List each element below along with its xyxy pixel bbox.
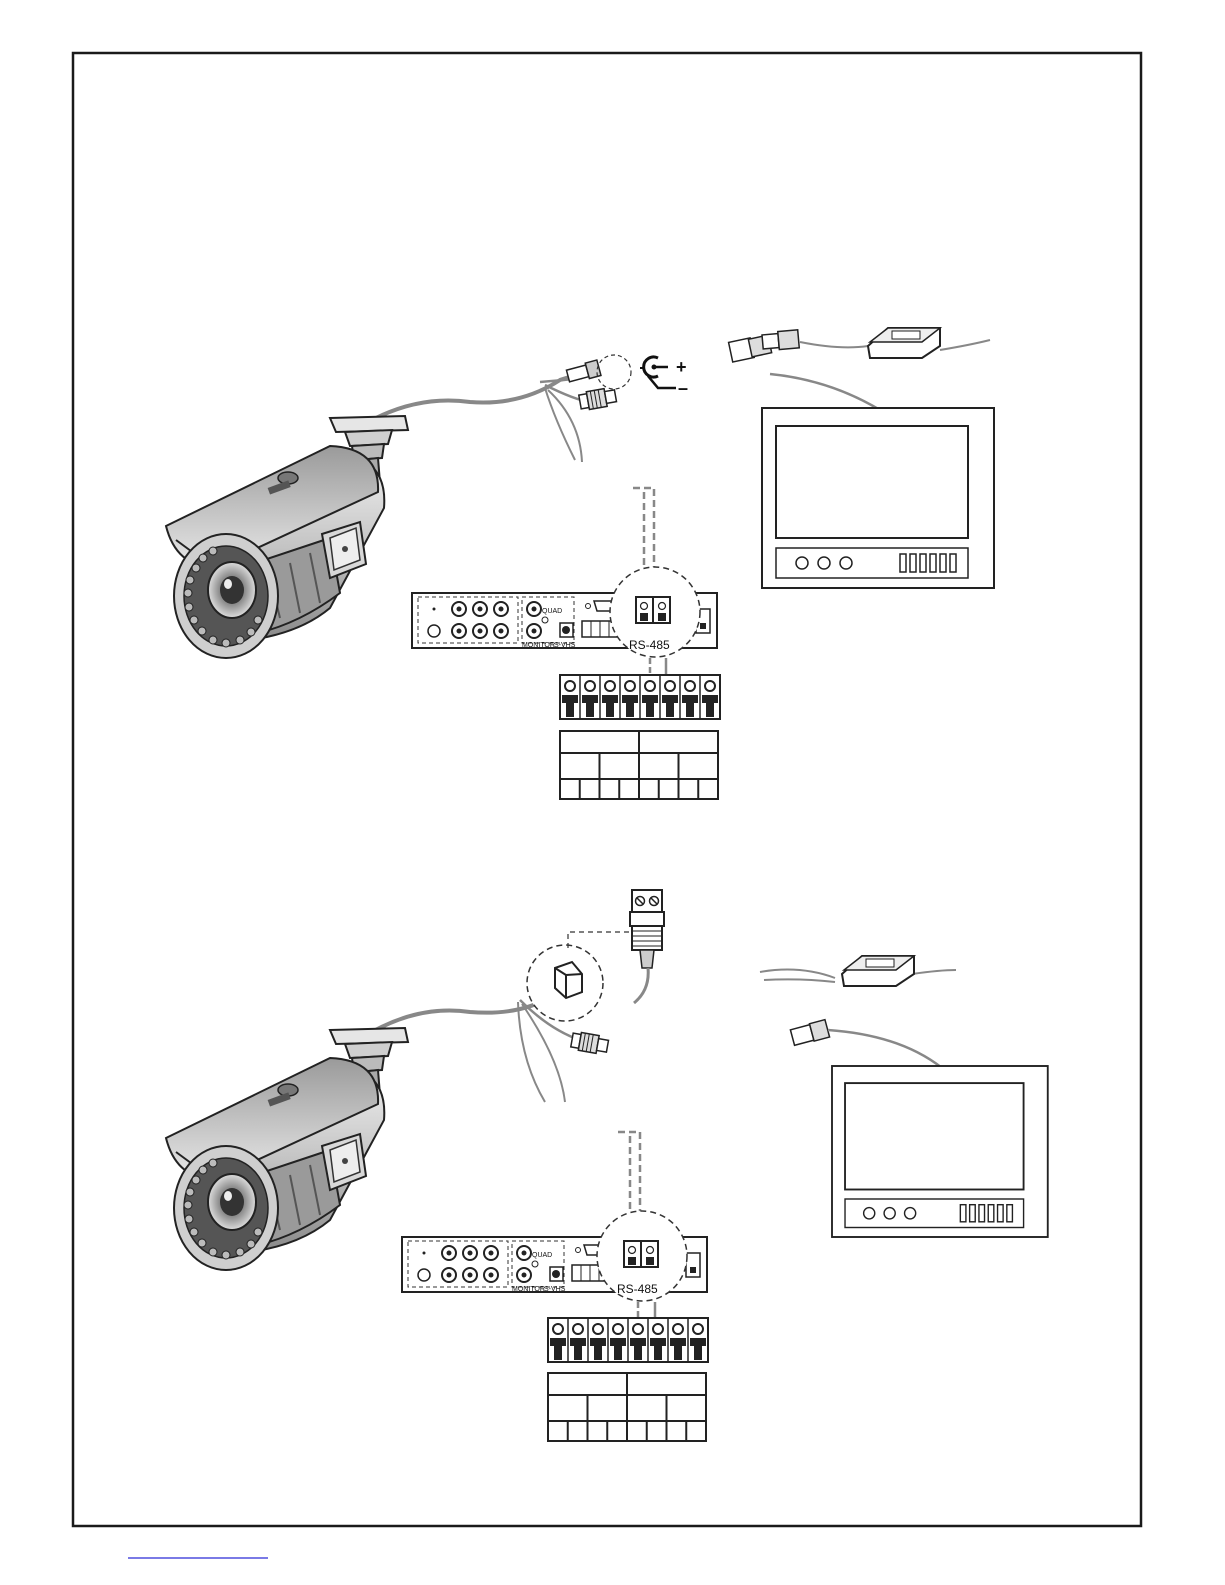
bullet-camera [166, 1028, 408, 1270]
terminal-strip [548, 1318, 708, 1362]
svhs-label: S-VHS [544, 1286, 566, 1293]
diagram-1: + – QUAD MONITOR S-VHS [166, 328, 994, 799]
bullet-camera [166, 416, 408, 658]
terminal-strip [560, 675, 720, 719]
bnc-plug [578, 387, 617, 411]
monitor [762, 408, 994, 588]
plus-sign: + [676, 357, 687, 377]
power-polarity-symbol: + – [640, 357, 688, 398]
monitor-out-label: MONITOR [522, 642, 555, 649]
bnc-plug [570, 1031, 609, 1055]
diagram-2: QUAD MONITOR S-VHS RS-485 [166, 890, 1048, 1441]
dip-switch-table [560, 731, 718, 799]
adapter-dc-plug [762, 330, 799, 351]
rs485-label: RS-485 [629, 638, 670, 652]
rs485-label: RS-485 [617, 1282, 658, 1296]
monitor [832, 1066, 1048, 1237]
dc-plug [566, 360, 601, 384]
power-adapter [868, 328, 940, 358]
camera-cable [372, 996, 552, 1032]
dc-jack-callout [597, 355, 631, 389]
quad-label: QUAD [532, 1252, 552, 1259]
power-adapter [842, 956, 914, 986]
monitor-out-label: MONITOR [512, 1286, 545, 1293]
monitor-bnc-plug [790, 1020, 829, 1047]
screw-terminal-connector [630, 890, 664, 968]
quad-label: QUAD [542, 608, 562, 615]
dip-switch-table [548, 1373, 706, 1441]
minus-sign: – [678, 378, 688, 398]
svhs-label: S-VHS [554, 642, 576, 649]
